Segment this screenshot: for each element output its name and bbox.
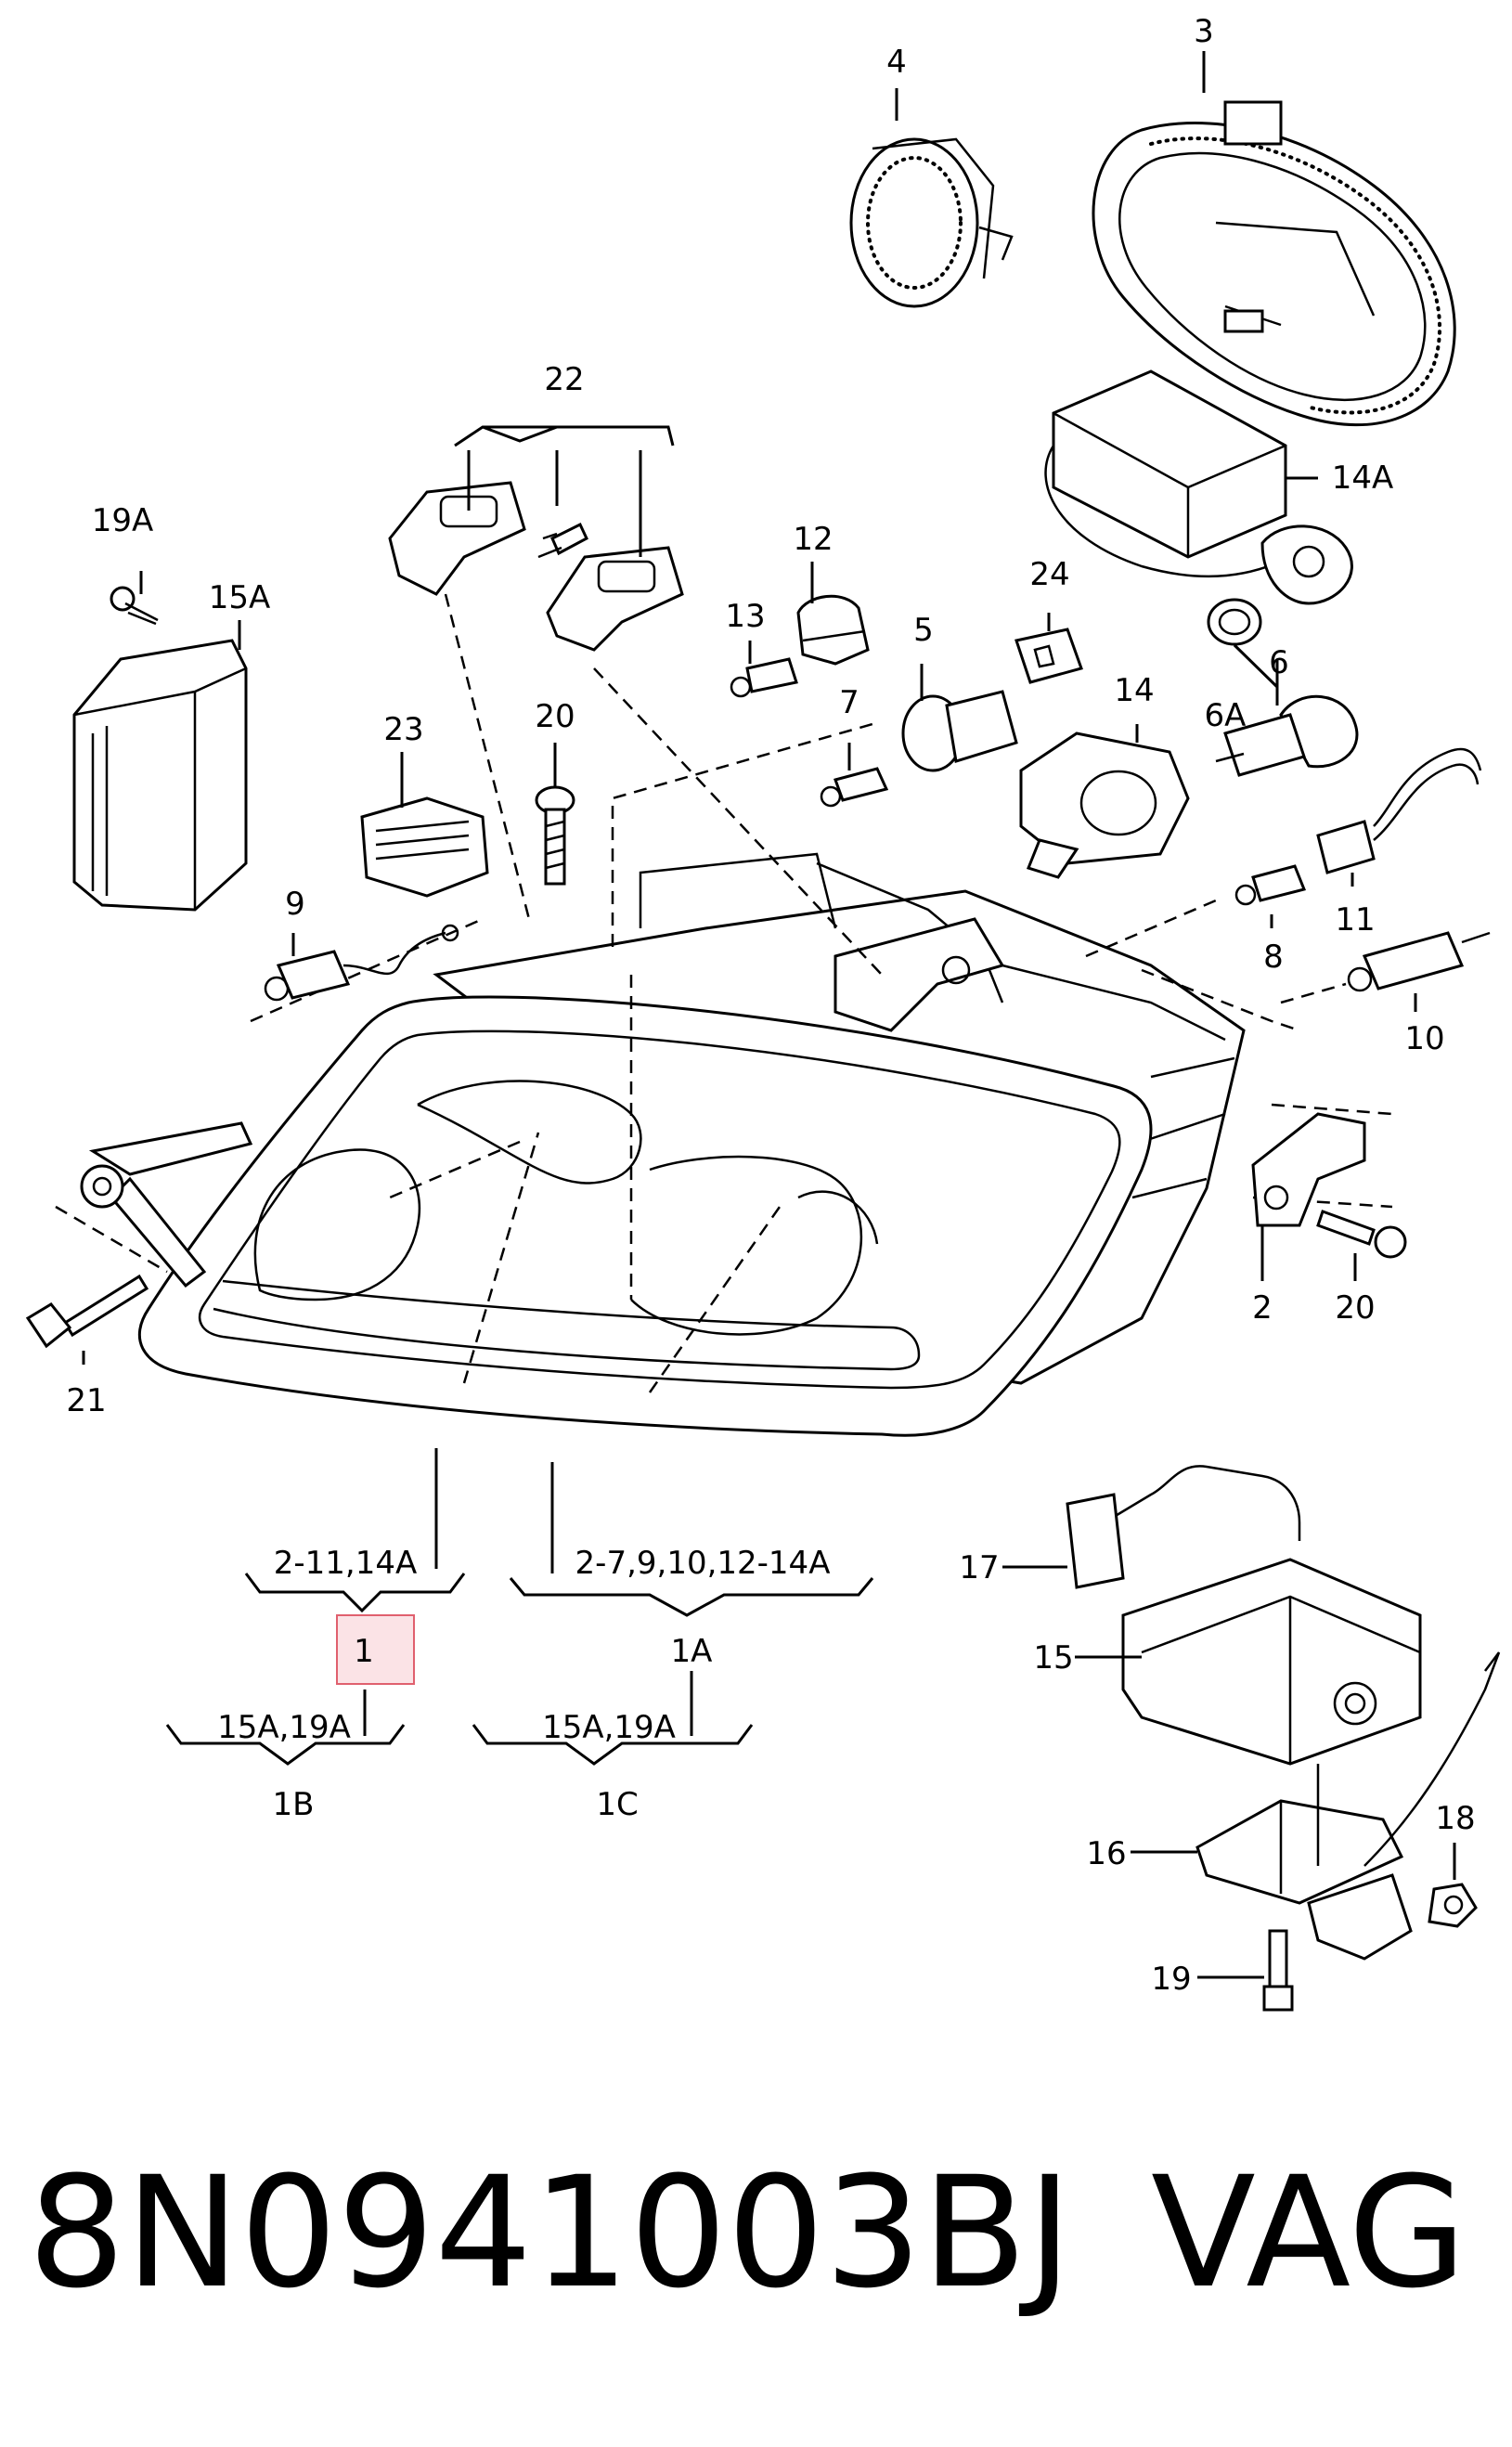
bracket-2: [1251, 1112, 1366, 1227]
callout-12: 12: [793, 521, 833, 558]
callout-18: 18: [1435, 1800, 1475, 1837]
callout-15: 15: [1033, 1639, 1073, 1677]
callout-14: 14: [1114, 672, 1154, 709]
bolt-21: [25, 1274, 149, 1349]
callout-22: 22: [544, 361, 584, 398]
screw-20-top: [535, 785, 575, 886]
callout-19A: 19A: [92, 502, 154, 539]
adjuster-motor-14: [1019, 732, 1190, 879]
callout-10: 10: [1404, 1020, 1444, 1057]
callout-20-top: 20: [535, 698, 575, 735]
callout-1A: 1A: [671, 1633, 713, 1670]
connector-23: [360, 796, 489, 898]
leader-lines: [82, 51, 1456, 1979]
callout-14A: 14A: [1332, 460, 1394, 497]
group-label-1C: 15A,19A: [542, 1709, 676, 1746]
callout-6: 6: [1269, 644, 1289, 681]
bulb-holder-5: [901, 690, 1018, 772]
nut-18: [1428, 1883, 1478, 1928]
group-label-1A: 2-7,9,10,12-14A: [575, 1545, 831, 1582]
callout-21: 21: [66, 1382, 106, 1419]
halogen-bulb-10: [1347, 931, 1491, 992]
headlamp-housing: [80, 852, 1246, 1437]
ballast-unit-15A: [72, 639, 248, 912]
callout-labels: 4 3 22 14A 19A 15A 12 13 5 24 7 14 6 6A …: [66, 13, 1475, 1998]
callout-11: 11: [1335, 901, 1375, 939]
callout-1C: 1C: [596, 1786, 638, 1823]
lamp-cover-3: [1092, 100, 1456, 427]
highlight-box: [336, 1614, 415, 1685]
screw-20-bottom: [1316, 1210, 1407, 1259]
callout-24: 24: [1029, 556, 1069, 593]
callout-19: 19: [1151, 1961, 1191, 1998]
callout-9: 9: [285, 886, 305, 923]
xenon-bulb-6: [1215, 694, 1359, 777]
brand-name: VAG: [1151, 2143, 1467, 2322]
footer: 8N0941003BJ VAG: [28, 2143, 1467, 2322]
gasket-ring-4: [849, 137, 1014, 308]
callout-4: 4: [886, 44, 907, 81]
callout-2: 2: [1252, 1289, 1273, 1327]
bulb-13: [730, 657, 798, 698]
callout-20-bottom: 20: [1335, 1289, 1375, 1327]
bracket-pair-22: [388, 481, 684, 652]
group-label-1B: 15A,19A: [217, 1709, 351, 1746]
bulb-7: [820, 767, 889, 808]
group-label-1: 2-11,14A: [274, 1545, 418, 1582]
callout-1B: 1B: [273, 1786, 315, 1823]
callout-17: 17: [959, 1549, 999, 1586]
callout-3: 3: [1194, 13, 1214, 50]
callout-1: 1: [354, 1633, 374, 1670]
callout-7: 7: [839, 684, 859, 721]
bulb-socket-11: [1316, 747, 1482, 874]
retaining-ring-6A: [1207, 598, 1262, 646]
mounting-bracket-16: [1195, 1651, 1501, 1961]
connector-24: [1014, 628, 1083, 684]
callout-16: 16: [1086, 1835, 1126, 1872]
screw-19A: [110, 586, 159, 626]
part-number: 8N0941003BJ: [28, 2143, 1072, 2322]
callout-15A: 15A: [209, 579, 271, 616]
ballast-unit-15: [1066, 1465, 1422, 1766]
callout-6A: 6A: [1205, 697, 1247, 734]
bolt-19: [1262, 1929, 1294, 2012]
bulb-8: [1234, 864, 1307, 906]
callout-23: 23: [383, 711, 423, 748]
control-unit-14A: [1044, 369, 1353, 605]
callout-13: 13: [725, 598, 765, 635]
callout-5: 5: [913, 612, 934, 649]
callout-8: 8: [1263, 939, 1284, 976]
bulb-12: [796, 594, 870, 666]
halogen-bulb-9: [264, 924, 459, 1002]
